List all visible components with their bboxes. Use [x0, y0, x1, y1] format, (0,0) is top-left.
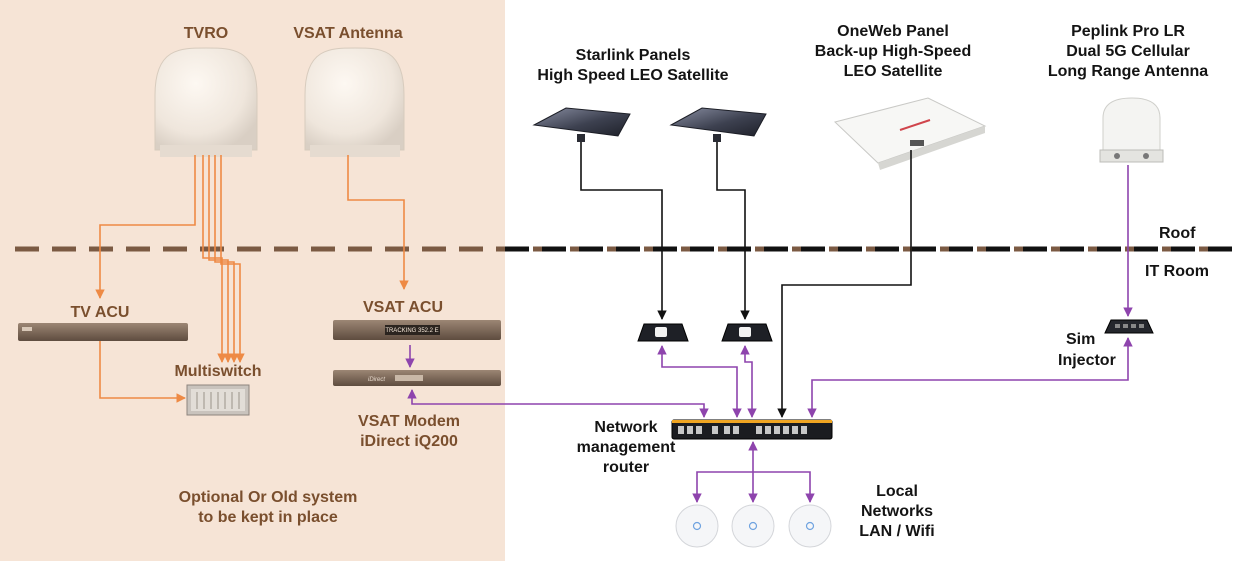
label-router: Network management router: [576, 419, 676, 476]
multiswitch-device-icon: [186, 384, 250, 416]
tvro-dome-icon: [154, 47, 258, 157]
coax-vsat-antenna-to-vsat-acu: [347, 155, 409, 290]
peplink-antenna-icon: [1099, 97, 1164, 163]
label-local-networks: Local Networks LAN / Wifi: [859, 483, 935, 540]
label-vsat-antenna: VSAT Antenna: [293, 25, 403, 42]
sim-injector-device-icon: [1104, 319, 1154, 334]
coax-tv-acu-to-multiswitch: [99, 341, 186, 403]
label-oneweb: OneWeb Panel Back-up High-Speed LEO Sate…: [814, 23, 972, 80]
vsat-antenna-dome-icon: [304, 47, 405, 157]
starlink-power-supply-2-icon: [721, 323, 773, 342]
label-optional-system: Optional Or Old system to be kept in pla…: [178, 489, 358, 526]
coax-tvro-to-multiswitch-4: [220, 155, 245, 363]
wifi-access-point-2-icon: [731, 504, 775, 548]
wifi-access-point-3-icon: [788, 504, 832, 548]
vsat-acu-display-text: TRACKING 352.2 E: [385, 328, 438, 334]
label-vsat-modem: VSAT Modem iDirect iQ200: [358, 413, 460, 450]
label-sim-injector: Sim Injector: [1058, 331, 1116, 369]
cable-starlink-panel-2-to-psu: [716, 142, 750, 320]
wifi-access-point-1-icon: [675, 504, 719, 548]
starlink-power-supply-1-icon: [637, 323, 689, 342]
link-sim-injector-to-router: [807, 337, 1133, 418]
starlink-panel-1-icon: [532, 107, 631, 142]
label-roof: Roof: [1159, 225, 1196, 242]
label-it-room: IT Room: [1145, 263, 1209, 280]
starlink-panel-2-icon: [669, 107, 767, 142]
tv-acu-device-icon: [18, 323, 188, 341]
coax-tvro-to-multiswitch-2: [208, 155, 233, 363]
label-multiswitch: Multiswitch: [174, 363, 262, 380]
label-starlink: Starlink Panels High Speed LEO Satellite: [537, 47, 729, 84]
vsat-modem-device-icon: iDirect: [333, 370, 501, 386]
coax-tvro-to-multiswitch-3: [214, 155, 239, 363]
cable-oneweb-to-router: [777, 150, 912, 418]
label-tv-acu: TV ACU: [70, 304, 130, 321]
network-router-device-icon: [671, 419, 833, 440]
link-starlink-psu-2-to-router: [740, 345, 757, 418]
cable-starlink-panel-1-to-psu: [580, 142, 667, 320]
link-starlink-psu-1-to-router: [657, 345, 742, 418]
label-tvro: TVRO: [183, 25, 229, 42]
vsat-acu-device-icon: TRACKING 352.2 E: [333, 320, 501, 340]
modem-brand-text: iDirect: [368, 377, 385, 383]
coax-tvro-to-multiswitch-1: [202, 155, 227, 363]
links-router-to-wifi: [692, 441, 815, 503]
oneweb-panel-icon: [834, 97, 987, 170]
coax-tvro-to-tv-acu: [95, 155, 196, 299]
label-peplink: Peplink Pro LR Dual 5G Cellular Long Ran…: [1047, 23, 1209, 80]
label-vsat-acu: VSAT ACU: [363, 299, 443, 316]
